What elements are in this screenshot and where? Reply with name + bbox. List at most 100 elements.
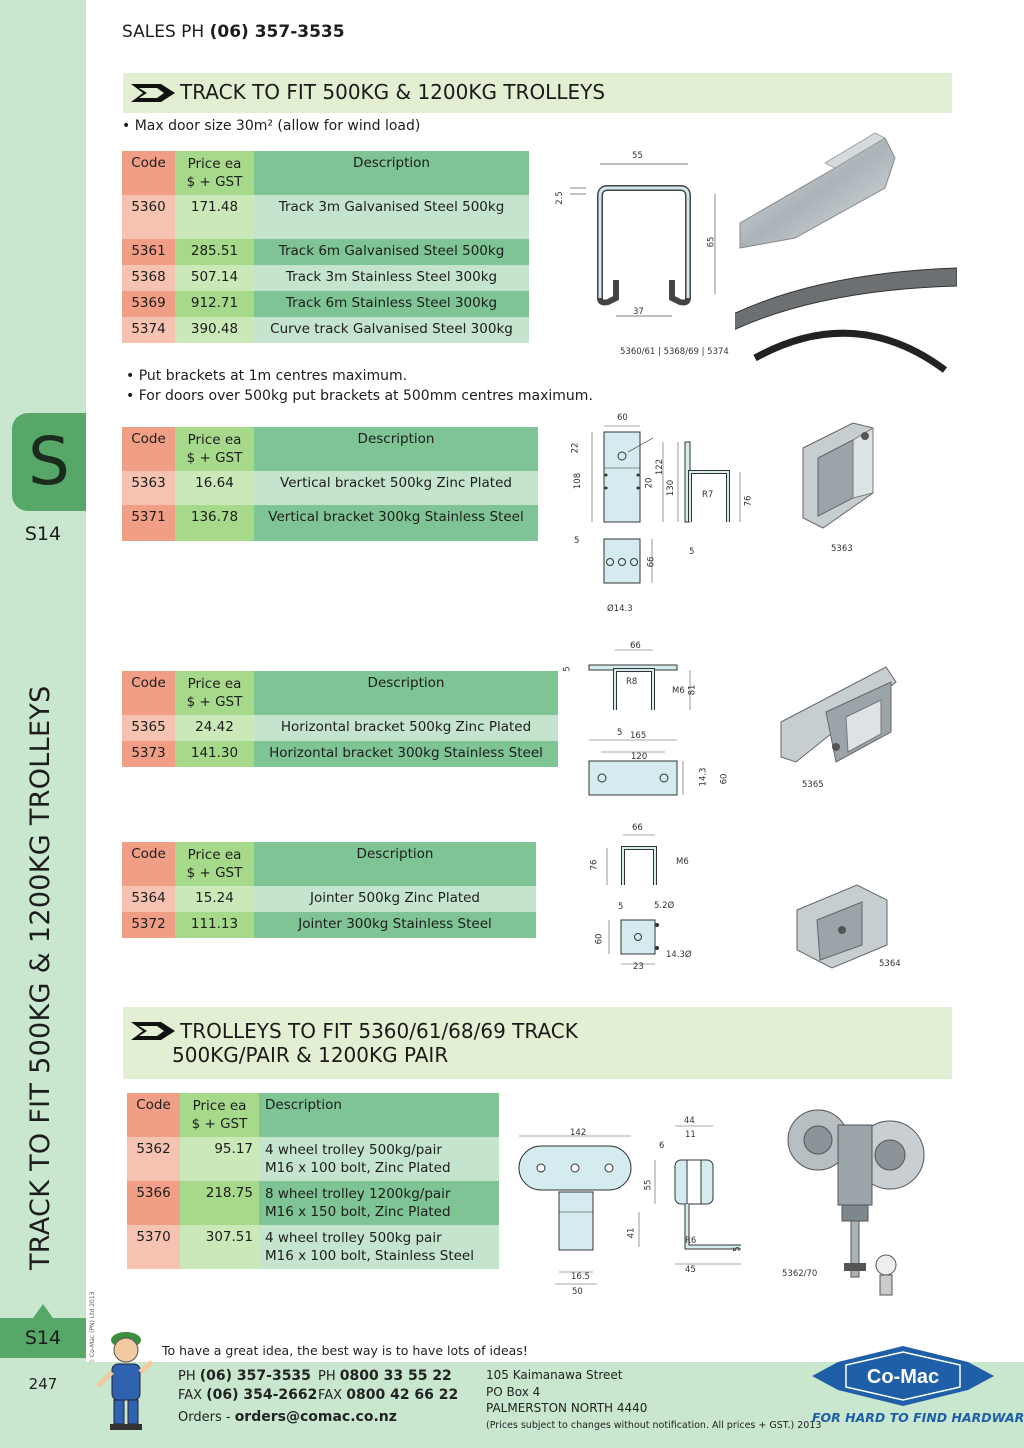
cell-code: 5372 [122,912,175,938]
phone-label: PH [178,1369,196,1384]
col-header-code: Code [122,151,175,195]
horizontal-bracket-drawing [588,649,691,796]
freefax-number[interactable]: 0800 42 66 22 [346,1387,459,1403]
dim-label: 44 [684,1116,695,1126]
sales-label: SALES PH [122,22,205,42]
col-header-code: Code [122,842,175,886]
cell-price: 507.14 [175,265,254,291]
description-line: M16 x 150 bolt, Zinc Plated [265,1204,451,1220]
table-row: 5366 218.75 8 wheel trolley 1200kg/pair … [127,1181,499,1225]
cell-description: Track 3m Galvanised Steel 500kg [254,195,529,239]
cell-price: 171.48 [175,195,254,239]
left-sidebar [0,0,86,1448]
cell-price: 24.42 [175,715,254,741]
photo-caption: 5365 [802,780,824,790]
dim-label: 50 [572,1287,583,1297]
cell-description: Track 6m Galvanised Steel 500kg [254,239,529,265]
dim-label: 66 [646,556,657,568]
dim-label: 5 [618,902,624,912]
note-max-door: • Max door size 30m² (allow for wind loa… [122,118,421,134]
cell-code: 5368 [122,265,175,291]
photo-caption: 5363 [831,544,853,554]
dim-label: 11 [685,1130,696,1140]
address-line: 105 Kaimanawa Street [486,1368,623,1382]
table-row: 5370 307.51 4 wheel trolley 500kg pair M… [127,1225,499,1269]
footer-phone: PH (06) 357-3535 [178,1368,311,1384]
cell-code: 5374 [122,317,175,343]
footer-phone-freephone: PH 0800 33 55 22 [318,1368,452,1384]
jointer-drawing [606,834,659,965]
fax-label: FAX [318,1388,343,1403]
section2-title-line2: 500KG/PAIR & 1200KG PAIR [172,1043,449,1067]
dim-label: 5.2Ø [654,901,675,911]
address-line: PALMERSTON NORTH 4440 [486,1401,648,1415]
cell-price: 95.17 [180,1137,259,1181]
dim-label: 5 [562,666,573,672]
footer-fax: FAX (06) 354-2662 [178,1387,317,1403]
cell-price: 307.51 [180,1225,259,1269]
col-header-code: Code [122,671,175,715]
jointer-table: Code Price ea $ + GST Description 5364 1… [122,842,536,938]
cell-description: 4 wheel trolley 500kg/pair M16 x 100 bol… [259,1137,499,1181]
cell-description: Vertical bracket 300kg Stainless Steel [254,505,538,541]
cell-code: 5366 [127,1181,180,1225]
cell-price: 15.24 [175,886,254,912]
section1-title: TRACK TO FIT 500KG & 1200KG TROLLEYS [180,80,606,104]
arrow-right-icon [131,84,175,102]
dim-label: 122 [655,458,666,476]
col-header-code: Code [122,427,175,471]
dim-label: M6 [672,686,685,696]
cell-description: Horizontal bracket 300kg Stainless Steel [254,741,558,767]
note-heavy-doors: • For doors over 500kg put brackets at 5… [126,388,593,404]
vertical-bracket-drawing [591,425,741,584]
dim-label: R7 [702,490,714,500]
description-line: 4 wheel trolley 500kg pair [265,1230,442,1246]
col-header-price: Price ea $ + GST [175,671,254,715]
price-disclaimer: (Prices subject to changes without notif… [486,1420,822,1431]
track-photo [735,132,957,373]
photo-caption: 5364 [879,959,901,969]
dim-label: 142 [570,1128,587,1138]
col-header-price: Price ea $ + GST [175,151,254,195]
dim-label: 5 [689,547,695,557]
vertical-bracket-table: Code Price ea $ + GST Description 5363 1… [122,427,538,541]
table-row: 5361 285.51 Track 6m Galvanised Steel 50… [122,239,529,265]
section-code: S14 [24,523,62,545]
fax-number[interactable]: (06) 354-2662 [206,1387,318,1403]
cell-code: 5364 [122,886,175,912]
dim-label: 60 [594,933,605,945]
table-row: 5362 95.17 4 wheel trolley 500kg/pair M1… [127,1137,499,1181]
fax-label: FAX [178,1388,203,1403]
freephone-number[interactable]: 0800 33 55 22 [339,1368,452,1384]
cell-description: Horizontal bracket 500kg Zinc Plated [254,715,558,741]
section-tab[interactable]: S [12,413,86,511]
comac-logo[interactable]: Co-Mac [808,1344,998,1408]
note-bracket-centres: • Put brackets at 1m centres maximum. [126,368,408,384]
cell-price: 390.48 [175,317,254,343]
cell-price: 218.75 [180,1181,259,1225]
table-row: 5373 141.30 Horizontal bracket 300kg Sta… [122,741,558,767]
cell-code: 5365 [122,715,175,741]
dim-label: 108 [573,472,584,490]
table-row: 5364 15.24 Jointer 500kg Zinc Plated [122,886,536,912]
cell-description: Vertical bracket 500kg Zinc Plated [254,471,538,505]
section2-header: TROLLEYS TO FIT 5360/61/68/69 TRACK 500K… [123,1007,952,1079]
dim-label: Ø14.3 [607,604,633,614]
cell-price: 285.51 [175,239,254,265]
cell-code: 5369 [122,291,175,317]
description-line: M16 x 100 bolt, Zinc Plated [265,1160,451,1176]
dim-label: 2.5 [554,191,565,205]
bottom-section-tab[interactable]: S14 [0,1318,86,1358]
phone-number[interactable]: (06) 357-3535 [199,1368,311,1384]
cell-description: Track 3m Stainless Steel 300kg [254,265,529,291]
tab-notch [33,1304,53,1318]
footer-slogan: FOR HARD TO FIND HARDWARE [812,1410,1024,1425]
col-header-description: Description [254,427,538,471]
table-row: 5369 912.71 Track 6m Stainless Steel 300… [122,291,529,317]
cell-code: 5371 [122,505,175,541]
orders-email-link[interactable]: orders@comac.co.nz [234,1409,397,1425]
cell-price: 16.64 [175,471,254,505]
drawing-caption: 5360/61 | 5368/69 | 5374 [620,347,729,357]
dim-label: 16.5 [571,1272,590,1282]
section1-header: TRACK TO FIT 500KG & 1200KG TROLLEYS [123,73,952,113]
